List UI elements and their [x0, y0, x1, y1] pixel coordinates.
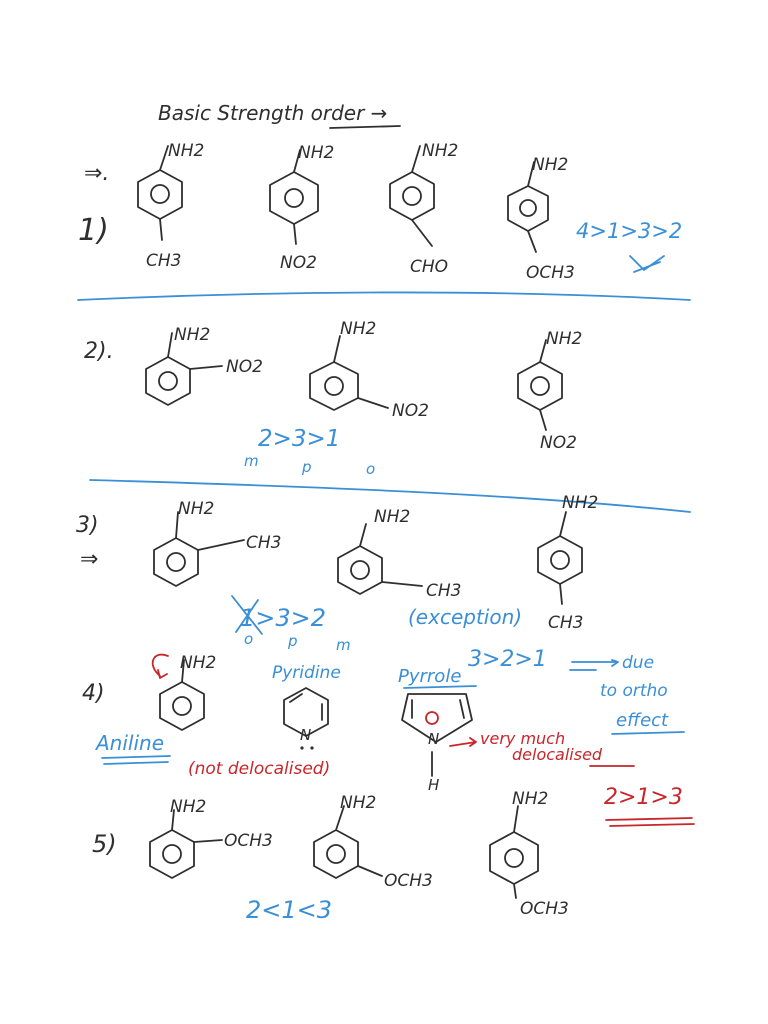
nh2-label: NH2 — [374, 507, 410, 527]
nh2-label: NH2 — [180, 653, 216, 673]
benzene-ring — [269, 149, 319, 245]
substituent-label: CH3 — [146, 251, 181, 271]
substituent-label: CH3 — [246, 533, 281, 553]
position-label: o — [366, 460, 375, 478]
section-divider — [77, 291, 691, 301]
effect-note: effect — [616, 710, 669, 731]
position-label: m — [244, 452, 259, 470]
section-2: 2). NH2 NO2 NH2 NO2 NH2 NO2 2>3>1 m — [84, 319, 691, 513]
section-3-number: 3) — [76, 513, 99, 538]
substituent-label: OCH3 — [520, 899, 569, 919]
section-4: 4) NH2 Aniline Pyridine N Pyrrole N — [82, 647, 695, 827]
cross-mark — [231, 595, 263, 635]
delocalised-note: delocalised — [512, 745, 603, 764]
nitrogen-hydrogen: H — [428, 776, 439, 794]
pyrrole-label: Pyrrole — [398, 666, 461, 687]
section-4-number: 4) — [82, 681, 105, 706]
nh2-label: NH2 — [340, 319, 376, 339]
nh2-label: NH2 — [174, 325, 210, 345]
section-4-red-order: 2>1>3 — [604, 785, 683, 810]
label-underline — [101, 755, 171, 765]
ring-nitrogen: N — [300, 726, 311, 744]
to-ortho-note: to ortho — [600, 681, 668, 701]
benzene-ring — [145, 332, 223, 406]
benzene-ring — [537, 511, 583, 605]
position-label: p — [287, 632, 298, 650]
nh2-label: NH2 — [178, 499, 214, 519]
section-1-number: 1) — [78, 213, 109, 248]
nh2-label: NH2 — [562, 493, 598, 513]
benzene-ring — [517, 339, 563, 431]
note-underline — [611, 731, 685, 735]
heading-underline — [329, 125, 401, 129]
nh2-label: NH2 — [168, 141, 204, 161]
benzene-ring — [309, 335, 389, 411]
benzene-ring — [149, 809, 223, 879]
pyridine-label: Pyridine — [272, 663, 341, 683]
section-1-arrow: ⇒. — [84, 161, 109, 186]
substituent-label: CH3 — [426, 581, 461, 601]
benzene-ring — [489, 805, 539, 899]
exception-note: (exception) — [408, 605, 522, 629]
benzene-ring — [137, 145, 183, 241]
benzene-ring — [337, 523, 423, 595]
ring-nitrogen: N — [428, 730, 439, 748]
section-1-order: 4>1>3>2 — [576, 219, 682, 243]
lone-pair-circle — [425, 711, 439, 725]
substituent-label: NO2 — [540, 433, 577, 453]
nh2-label: NH2 — [422, 141, 458, 161]
section-divider — [89, 479, 691, 513]
nh2-label: NH2 — [532, 155, 568, 175]
section-5-number: 5) — [92, 830, 117, 858]
benzene-ring — [507, 161, 549, 253]
position-label: p — [301, 458, 312, 476]
benzene-ring — [153, 511, 245, 587]
pointer-arrow — [569, 659, 619, 671]
benzene-ring — [159, 659, 205, 731]
nh2-label: NH2 — [298, 143, 334, 163]
section-4-order: 3>2>1 — [468, 647, 547, 672]
not-delocalised-note: (not delocalised) — [188, 759, 330, 779]
section-2-order: 2>3>1 — [258, 426, 340, 452]
nh2-label: NH2 — [546, 329, 582, 349]
nh2-label: NH2 — [340, 793, 376, 813]
pointer-arrow — [449, 737, 477, 747]
substituent-label: NO2 — [392, 401, 429, 421]
benzene-ring — [389, 145, 435, 247]
substituent-label: OCH3 — [224, 831, 273, 851]
lone-pair-dot — [310, 746, 314, 750]
due-note: due — [622, 653, 654, 673]
aniline-label: Aniline — [94, 731, 164, 755]
substituent-label: NO2 — [226, 357, 263, 377]
label-underline — [403, 685, 477, 689]
heading-group: Basic Strength order → — [158, 101, 401, 129]
pyridine-ring — [283, 687, 329, 737]
curved-arrow — [151, 653, 169, 679]
pyrrole-ring — [401, 693, 473, 743]
section-3-arrow: ⇒ — [80, 547, 98, 572]
nh2-label: NH2 — [170, 797, 206, 817]
substituent-label: OCH3 — [384, 871, 433, 891]
section-3: 3) ⇒ NH2 CH3 NH2 CH3 NH2 CH3 1>3>2 — [76, 493, 598, 654]
very-much-note: very much — [480, 729, 565, 748]
section-5-order: 2<1<3 — [246, 896, 332, 924]
substituent-label: CHO — [410, 257, 448, 277]
lone-pair-dot — [300, 746, 304, 750]
position-label: m — [336, 636, 351, 654]
answer-double-underline — [605, 817, 695, 827]
substituent-label: NO2 — [280, 253, 317, 273]
tick-mark — [629, 255, 665, 273]
substituent-label: CH3 — [548, 613, 583, 633]
section-3-order: 1>3>2 — [240, 604, 326, 632]
section-2-number: 2). — [84, 339, 114, 364]
nh2-label: NH2 — [512, 789, 548, 809]
section-5: 5) NH2 OCH3 NH2 OCH3 NH2 OCH3 2<1<3 — [92, 789, 569, 924]
page-heading: Basic Strength order → — [158, 101, 387, 125]
section-1: ⇒. 1) NH2 CH3 NH2 NO2 NH2 CHO — [77, 141, 691, 301]
position-label: o — [244, 630, 253, 648]
benzene-ring — [313, 805, 383, 879]
substituent-label: OCH3 — [526, 263, 575, 283]
